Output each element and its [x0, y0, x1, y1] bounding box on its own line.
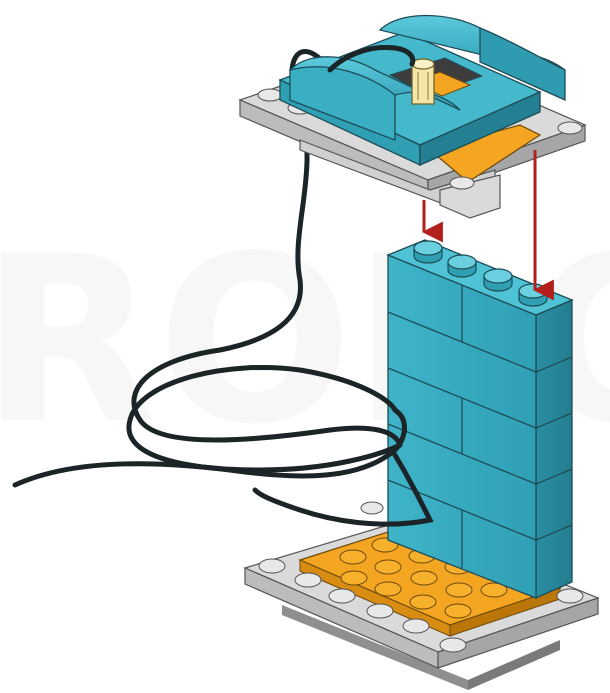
- brick-tower: [388, 240, 572, 598]
- top-assembly: [240, 16, 585, 219]
- axle-pin: [412, 59, 434, 104]
